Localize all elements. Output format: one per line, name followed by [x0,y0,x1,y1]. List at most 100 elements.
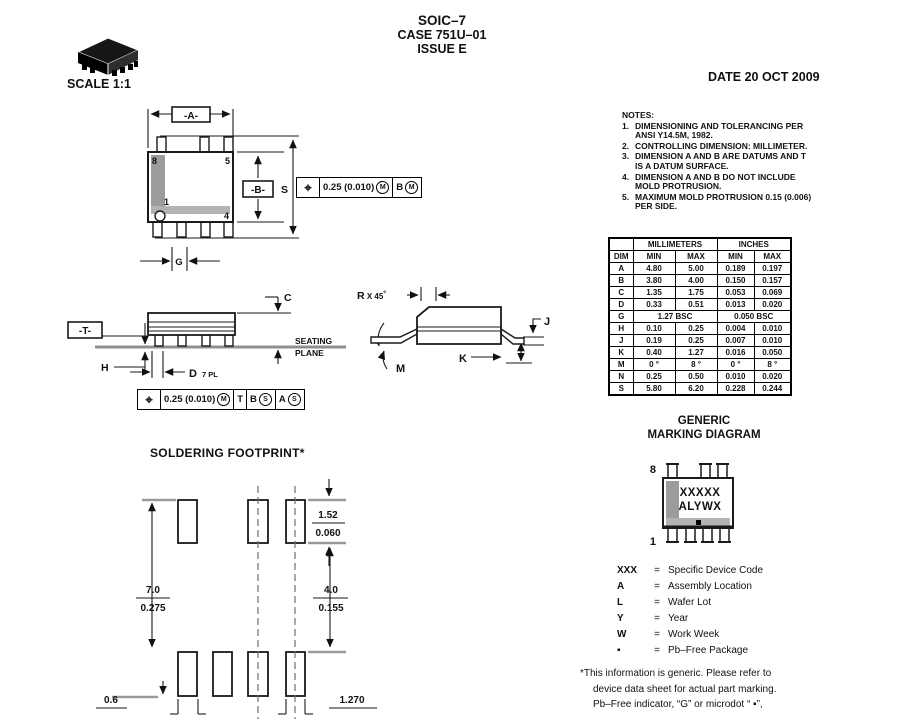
note-number: 5. [622,191,630,202]
value-cell: 3.80 [632,274,676,287]
datum-t-label: -T- [79,326,91,337]
note-number: 1. [622,120,630,131]
dim-cell: C [608,286,634,299]
legend-symbol: A [617,580,625,592]
col-header: MAX [674,250,718,263]
marking-diagram-drawing: XXXXX ALYWX 8 1 [650,463,734,548]
dim-pitch: 1.270 [339,695,364,706]
scale-label: SCALE 1:1 [67,77,131,91]
dim-cell: K [608,346,634,359]
value-cell: 0.25 [632,370,676,383]
value-cell: 0.189 [716,262,755,275]
soldering-footprint-title: SOLDERING FOOTPRINT* [150,446,305,460]
table-group-header-row: MILLIMETERS INCHES [608,237,792,251]
page-title-block: SOIC–7 CASE 751U–01 ISSUE E [342,13,542,56]
generic-marking-footnote: *This information is generic. Please ref… [580,666,923,713]
value-cell: 4.00 [674,274,718,287]
col-header: MAX [753,250,792,263]
mmc-modifier-icon: M [405,181,419,194]
value-cell: 6.20 [674,382,718,396]
value-cell: 0.050 [753,346,792,359]
note-number: 2. [622,140,630,151]
legend-row: XXX = Specific Device Code [617,562,763,578]
legend-symbol: L [617,596,624,608]
dim-left: 0.6 [104,695,118,706]
top-view-dimension-lines [140,109,299,271]
note-item: 1. DIMENSIONING AND TOLERANCING PER ANSI… [622,120,872,141]
top-view-drawing: -A- -B- S 8 5 1 4 G [140,106,299,271]
legend-equals: = [654,580,660,592]
empty-cell [608,237,634,251]
fcf2-datum-a-letter: A [278,394,286,405]
value-cell: 0.020 [753,370,792,383]
value-cell: 0.157 [753,274,792,287]
dim-j-label: J [544,316,550,328]
fcf1-datum-letter: B [396,182,404,193]
dim-cell: G [608,310,634,323]
fcf2-datum-b-letter: B [250,394,257,405]
table-column-header-row: DIM MIN MAX MIN MAX [608,250,792,263]
value-cell: 0.010 [716,370,755,383]
fcf2-tolerance-value: 0.25 (0.010) [164,394,216,405]
marking-pin8-number: 8 [650,464,656,476]
value-cell: 0.228 [716,382,755,396]
notes-label: NOTES: [622,110,655,120]
datum-a-label: -A- [184,111,198,122]
datum-a-shading [151,155,165,212]
dim-span-mm: 7.0 [146,585,160,596]
value-cell: 8 ° [753,358,792,371]
dim-cell: M [608,358,634,371]
mmc-modifier-icon: M [376,181,390,194]
dim-s-label: S [281,184,288,196]
value-cell: 0.050 BSC [716,310,792,323]
dim-cell: H [608,322,634,335]
dim-cell: A [608,262,634,275]
pin4-number: 4 [224,211,229,221]
dim-inner-inch: 0.155 [318,603,343,614]
footnote-line: Pb–Free indicator, “G” or microdot “ ▪”, [593,699,763,710]
dim-d-qualifier: 7 PL [202,370,218,379]
package-name: SOIC–7 [417,13,467,28]
group-header-mm: MILLIMETERS [632,237,718,251]
dim-r-label: R [357,290,365,302]
pin1-number: 1 [164,197,169,207]
value-cell: 0.10 [632,322,676,335]
fcf1-tolerance-value: 0.25 (0.010) [323,182,375,193]
note-number: 3. [622,151,630,162]
dim-cell: D [608,298,634,311]
note-text: DIMENSIONING AND TOLERANCING PER ANSI Y1… [635,120,804,141]
value-cell: 0.007 [716,334,755,347]
mmc-modifier-icon: M [217,393,231,406]
pbfree-microdot-icon [696,520,701,525]
datum-b-box [242,180,274,198]
value-cell: 4.80 [632,262,676,275]
degree-symbol: ° [383,290,386,298]
value-cell: 0.053 [716,286,755,299]
seating-plane-label-2: PLANE [295,348,324,358]
legend-equals: = [654,612,660,624]
note-text: MAXIMUM MOLD PROTRUSION 0.15 (0.006) PER… [635,191,812,212]
col-header: DIM [608,250,634,263]
chamfer-callout: R X 45° [357,290,386,302]
value-cell: 0.51 [674,298,718,311]
bottom-shading [151,206,230,214]
dim-g-label: G [175,257,182,268]
position-tolerance-icon: ⌖ [297,178,320,197]
legend-symbol: W [617,628,627,640]
legend-symbol: Y [617,612,624,624]
chamfer-angle-label: X 45 [365,292,384,301]
footnote-line: *This information is generic. Please ref… [580,668,772,679]
date-label: DATE 20 OCT 2009 [708,70,820,84]
package-body-end-view [416,306,502,345]
value-cell: 0.40 [632,346,676,359]
end-view-dimension-lines [373,287,544,370]
dimension-table: MILLIMETERS INCHES DIM MIN MAX MIN MAX A… [608,237,792,396]
value-cell: 0.020 [753,298,792,311]
